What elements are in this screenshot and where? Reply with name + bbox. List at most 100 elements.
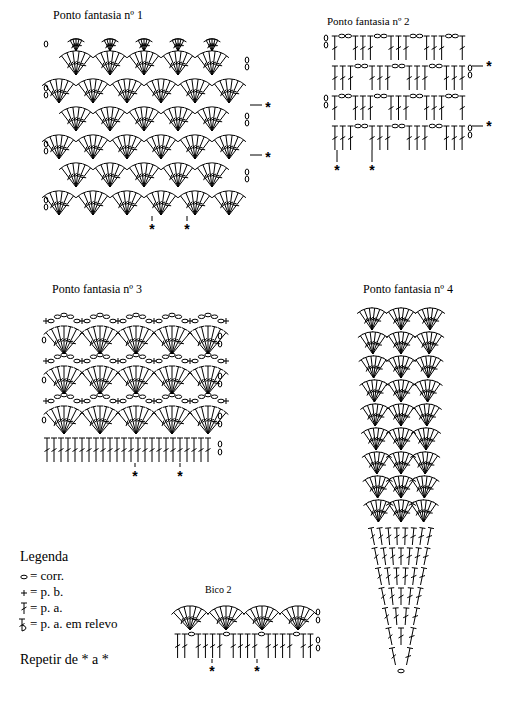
chain-symbol [198,315,204,319]
double-crochet-bar [184,438,190,439]
double-crochet-tick [140,117,145,121]
double-crochet-bar [55,406,61,407]
double-crochet-tick [433,344,439,345]
double-crochet-bar [178,50,184,52]
double-crochet-tick [172,419,178,421]
double-crochet-bar [348,126,354,127]
stitch-line [250,105,262,106]
double-crochet-bar [406,476,412,478]
double-crochet-bar [365,428,371,430]
chain-symbol [103,395,109,399]
double-crochet-bar [435,308,441,310]
double-crochet-symbol [425,380,428,402]
double-crochet-bar [424,307,430,309]
double-crochet-tick [332,137,337,140]
double-crochet-tick [404,488,410,489]
double-crochet-bar [58,438,64,439]
double-crochet-tick [208,61,213,65]
double-crochet-tick [106,342,112,344]
double-crochet-symbol [56,191,59,215]
chain-symbol [162,355,168,359]
double-crochet-bar [184,52,190,54]
double-crochet-tick [404,344,410,345]
chain-symbol [452,94,458,98]
double-crochet-symbol [401,432,413,450]
double-crochet-bar [206,50,212,52]
double-crochet-bar [93,190,99,192]
chain-symbol [392,64,398,68]
single-crochet-symbol [82,398,83,404]
double-crochet-bar [97,326,103,327]
double-crochet-bar [229,78,235,80]
double-crochet-tick [411,575,416,577]
double-crochet-tick [164,449,169,452]
double-crochet-bar [127,54,132,58]
double-crochet-bar [173,82,178,86]
double-crochet-bar [425,451,431,453]
double-crochet-bar [379,587,385,588]
double-crochet-bar [100,438,106,439]
double-crochet-tick [73,449,78,452]
double-crochet-tick [430,343,436,344]
double-crochet-symbol [373,404,376,426]
chain-symbol [97,313,103,317]
double-crochet-tick [404,392,410,393]
double-crochet-tick [428,415,434,416]
double-crochet-tick [76,45,82,46]
double-crochet-bar [169,366,175,367]
double-crochet-tick [404,47,409,50]
double-crochet-bar [340,126,346,127]
double-crochet-tick [51,203,53,208]
double-crochet-symbol [212,109,221,131]
double-crochet-symbol [59,137,68,159]
double-crochet-tick [216,121,222,123]
double-crochet-tick [399,595,404,598]
double-crochet-bar [114,438,120,439]
double-crochet-bar [127,78,133,80]
double-crochet-tick [199,449,204,452]
double-crochet-bar [360,36,366,37]
double-crochet-tick [379,535,384,539]
double-crochet-tick [61,147,67,149]
double-crochet-bar [421,403,427,405]
double-crochet-tick [67,381,73,382]
double-crochet-bar [87,78,93,80]
double-crochet-tick [221,203,223,208]
double-crochet-bar [413,500,419,502]
double-crochet-tick [379,511,385,512]
chain-symbol [139,355,145,359]
double-crochet-tick [172,379,178,381]
chain-symbol [133,313,139,317]
double-crochet-bar [61,406,67,407]
double-crochet-bar [51,438,57,439]
double-crochet-tick [360,107,365,110]
double-crochet-symbol [209,163,212,187]
chain-symbol [42,337,46,343]
double-crochet-symbol [158,79,161,103]
double-crochet-bar [376,427,382,429]
double-crochet-bar [414,476,420,478]
double-crochet-bar [223,78,229,80]
chain-symbol [218,319,224,323]
double-crochet-bar [138,106,144,108]
double-crochet-bar [115,192,121,194]
double-crochet-bar [423,355,429,357]
double-crochet-tick [87,449,92,452]
double-crochet-bar [121,368,126,371]
double-crochet-bar [146,408,151,411]
double-crochet-bar [122,110,127,114]
double-crochet-tick [245,645,250,648]
double-crochet-bar [178,162,184,164]
double-crochet-tick [429,464,435,465]
double-crochet-symbol [209,51,212,75]
double-crochet-symbol [127,196,142,215]
double-crochet-symbol [76,165,85,187]
double-crochet-tick [146,119,152,121]
chain-symbol [324,95,328,101]
double-crochet-tick [399,555,404,558]
double-crochet-symbol [229,196,244,215]
double-crochet-tick [54,341,56,347]
double-crochet-tick [394,575,399,578]
double-crochet-bar [182,634,188,635]
double-crochet-bar [375,567,381,568]
